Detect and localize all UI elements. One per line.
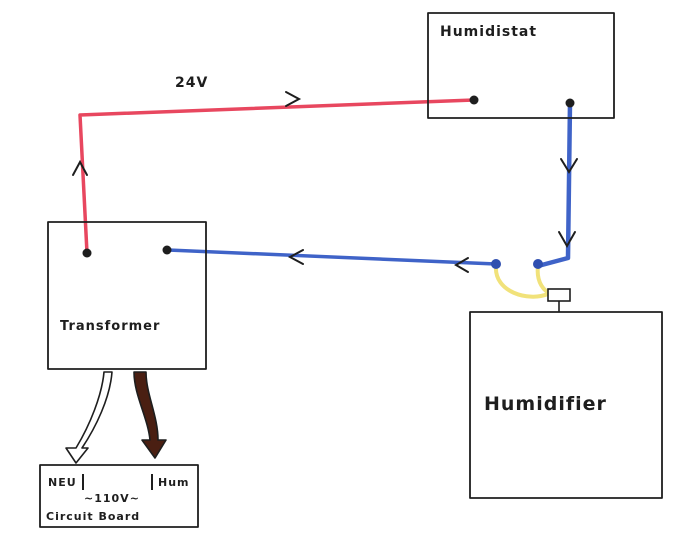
- return-wire-arrow-left: [454, 257, 469, 273]
- circuit-board-label: Circuit Board: [46, 510, 140, 523]
- hum-power-wire-arrow: [133, 371, 167, 459]
- hot-wire-arrow-up: [72, 159, 88, 176]
- humidifier-box: [469, 311, 663, 499]
- humidistat-box: [427, 12, 615, 119]
- return-wire-arrow-down: [560, 158, 578, 174]
- humidifier-connector: [547, 288, 571, 302]
- neutral-wire-arrow: [65, 371, 113, 464]
- humidifier-blue-terminal-right: [533, 259, 543, 269]
- humidifier-label: Humidifier: [484, 393, 607, 415]
- hum-terminal-label: Hum: [158, 476, 190, 489]
- return-wire-arrow-down-2: [558, 231, 576, 249]
- return-wire-arrow-left-2: [287, 249, 304, 265]
- transformer-terminal-right: [162, 245, 172, 255]
- voltage-24-label: 24V: [175, 75, 208, 91]
- circuit-board-box: [39, 464, 199, 528]
- return-wire-humidistat-to-humidifier: [535, 100, 573, 269]
- humidistat-terminal-right: [565, 98, 575, 108]
- humidifier-blue-terminal-left: [491, 259, 501, 269]
- humidistat-terminal-left: [469, 95, 479, 105]
- transformer-label: Transformer: [60, 319, 160, 334]
- hot-wire-24v: [78, 98, 476, 255]
- transformer-terminal-left: [82, 248, 92, 258]
- hot-wire-arrow-right: [285, 91, 302, 107]
- humidifier-lead-wire: [493, 264, 554, 299]
- return-wire-humidifier-to-transformer: [166, 248, 498, 266]
- transformer-box: [47, 221, 207, 370]
- neutral-terminal-label: NEU: [48, 476, 77, 489]
- voltage-110-label: ~110V~: [84, 492, 140, 505]
- humidistat-label: Humidistat: [440, 24, 537, 40]
